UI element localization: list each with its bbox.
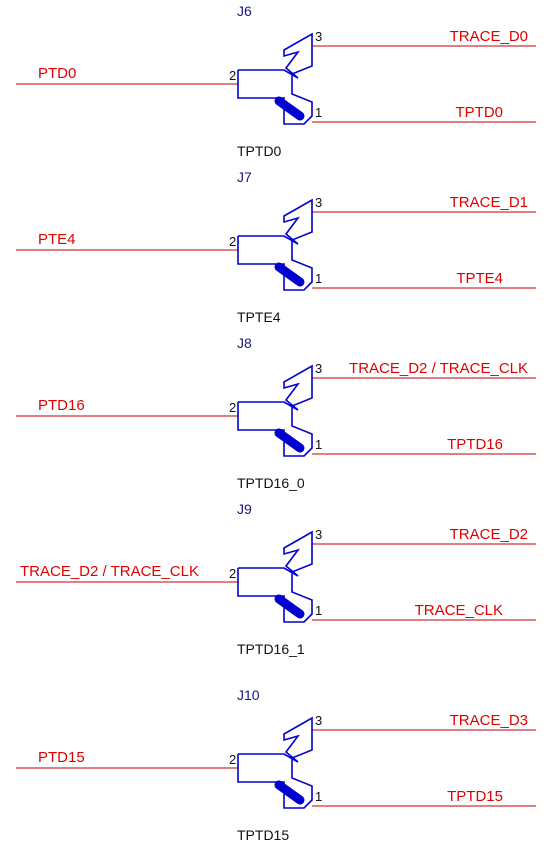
- pin-number-left: 2: [229, 752, 236, 767]
- pin-number-left: 2: [229, 400, 236, 415]
- reference-designator: J8: [237, 335, 252, 351]
- pin-number-bottom: 1: [315, 437, 322, 452]
- part-value-label: TPTE4: [237, 309, 281, 325]
- pin-number-top: 3: [315, 527, 322, 542]
- top-net-label: TRACE_D0: [450, 28, 528, 45]
- top-net-label: TRACE_D2: [450, 526, 528, 543]
- top-net-label: TRACE_D2 / TRACE_CLK: [349, 360, 528, 377]
- pin-number-bottom: 1: [315, 603, 322, 618]
- left-net-label: PTD15: [38, 749, 85, 766]
- part-value-label: TPTD15: [237, 827, 289, 843]
- pin-number-left: 2: [229, 566, 236, 581]
- jumper-symbol-body: [237, 32, 313, 125]
- reference-designator: J9: [237, 501, 252, 517]
- pin-number-left: 2: [229, 68, 236, 83]
- part-value-label: TPTD16_0: [237, 475, 305, 491]
- left-net-label: PTD0: [38, 65, 76, 82]
- pin-number-bottom: 1: [315, 271, 322, 286]
- shorting-link: [274, 262, 305, 287]
- reference-designator: J7: [237, 169, 252, 185]
- left-net-label: TRACE_D2 / TRACE_CLK: [20, 563, 199, 580]
- top-net-label: TRACE_D3: [450, 712, 528, 729]
- reference-designator: J6: [237, 3, 252, 19]
- pin-number-bottom: 1: [315, 105, 322, 120]
- jumper-symbol-body: [237, 364, 313, 457]
- jumper-symbol-body: [237, 716, 313, 809]
- part-value-label: TPTD16_1: [237, 641, 305, 657]
- reference-designator: J10: [237, 687, 260, 703]
- shorting-link: [274, 780, 305, 805]
- shorting-link: [274, 428, 305, 453]
- jumper-symbol-body: [237, 530, 313, 623]
- bottom-net-label: TPTD0: [455, 104, 503, 121]
- shorting-link: [274, 96, 305, 121]
- bottom-net-label: TPTD15: [447, 788, 503, 805]
- pin-number-top: 3: [315, 361, 322, 376]
- left-net-label: PTD16: [38, 397, 85, 414]
- pin-number-top: 3: [315, 713, 322, 728]
- bottom-net-label: TRACE_CLK: [415, 602, 503, 619]
- bottom-net-label: TPTE4: [456, 270, 503, 287]
- shorting-link: [274, 594, 305, 619]
- bottom-net-label: TPTD16: [447, 436, 503, 453]
- jumper-symbol-body: [237, 198, 313, 291]
- pin-number-top: 3: [315, 29, 322, 44]
- pin-number-left: 2: [229, 234, 236, 249]
- part-value-label: TPTD0: [237, 143, 282, 159]
- pin-number-bottom: 1: [315, 789, 322, 804]
- top-net-label: TRACE_D1: [450, 194, 528, 211]
- pin-number-top: 3: [315, 195, 322, 210]
- left-net-label: PTE4: [38, 231, 76, 248]
